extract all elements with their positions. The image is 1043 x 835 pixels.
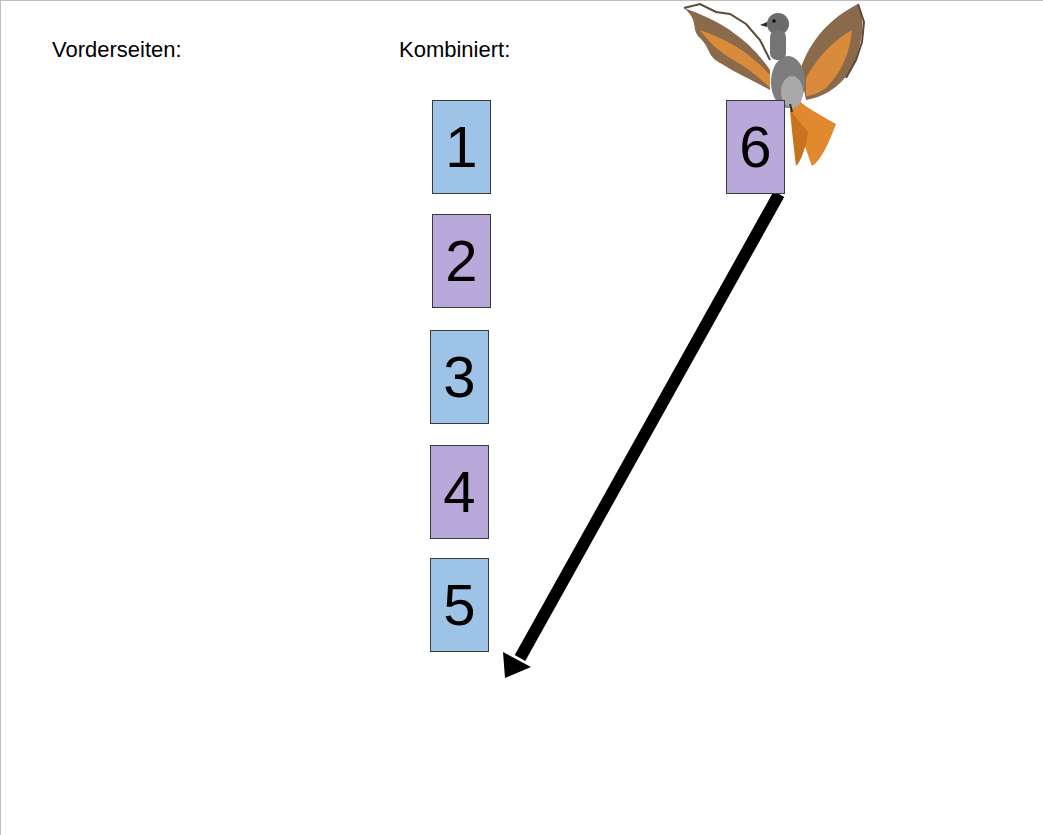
frame-left	[0, 0, 1, 835]
card-number: 1	[445, 118, 477, 176]
numbered-card: 4	[430, 445, 489, 539]
column-heading: Vorderseiten:	[52, 37, 182, 63]
numbered-card: 3	[430, 330, 489, 424]
numbered-card: 1	[432, 100, 491, 194]
frame-top	[0, 0, 1043, 1]
move-arrow	[520, 194, 779, 658]
numbered-card: 2	[432, 214, 491, 308]
card-number: 2	[445, 232, 477, 290]
numbered-card: 5	[430, 558, 489, 652]
card-number: 4	[443, 463, 475, 521]
card-number: 3	[443, 348, 475, 406]
numbered-card: 6	[726, 100, 785, 194]
card-number: 6	[739, 118, 771, 176]
card-number: 5	[443, 576, 475, 634]
column-heading: Kombiniert:	[399, 37, 510, 63]
arrow-head	[503, 652, 531, 678]
